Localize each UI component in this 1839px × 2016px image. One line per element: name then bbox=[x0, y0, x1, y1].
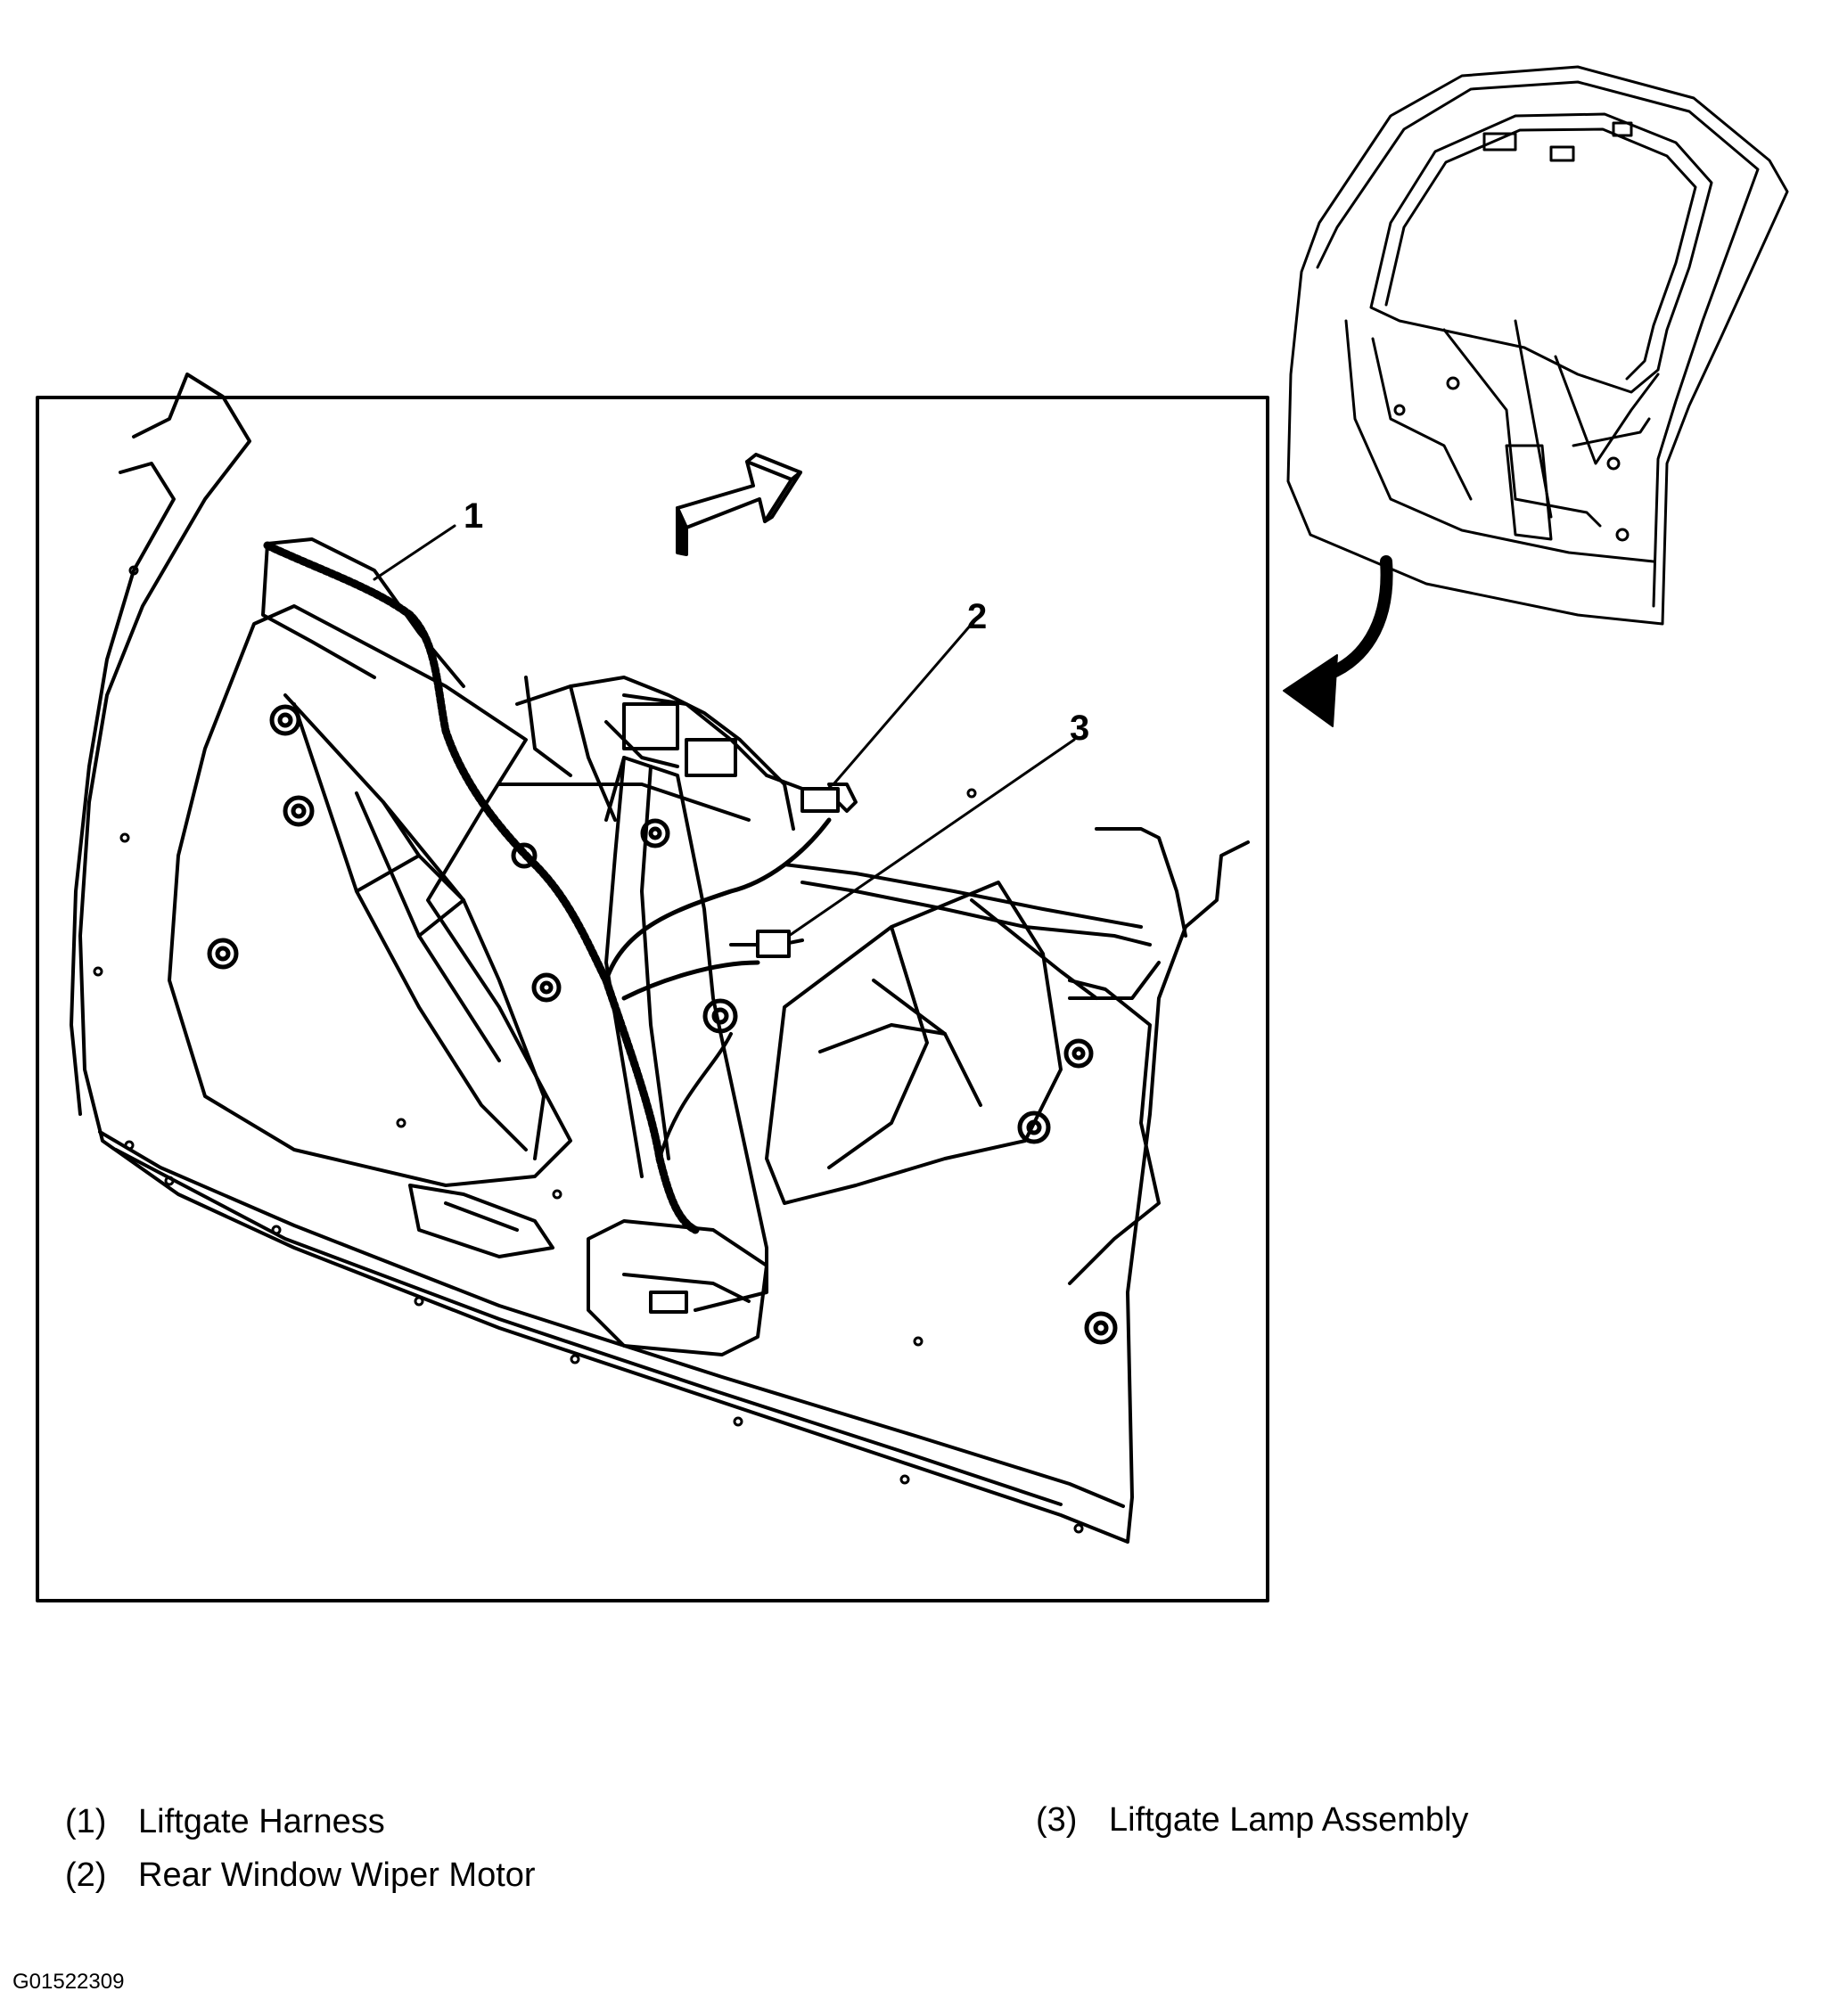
figure-id: G01522309 bbox=[12, 1970, 125, 1994]
legend-label: Rear Window Wiper Motor bbox=[138, 1856, 536, 1894]
liftgate-overview-inset bbox=[1286, 65, 1789, 626]
detail-frame bbox=[36, 396, 1269, 1602]
forward-arrow-icon bbox=[676, 453, 802, 556]
leader-2 bbox=[832, 622, 973, 786]
legend-item-3: (3) Liftgate Lamp Assembly bbox=[1036, 1803, 1468, 1837]
legend-index: (3) bbox=[1036, 1801, 1078, 1839]
callout-2: 2 bbox=[967, 597, 987, 636]
grommets bbox=[207, 704, 1118, 1345]
rivet-holes bbox=[93, 565, 1084, 1534]
legend-label: Liftgate Harness bbox=[138, 1803, 385, 1840]
callout-leaders bbox=[373, 524, 1076, 938]
legend-index: (2) bbox=[65, 1856, 107, 1894]
leader-1 bbox=[373, 524, 456, 581]
liftgate-harness bbox=[263, 541, 832, 1234]
legend-label: Liftgate Lamp Assembly bbox=[1109, 1801, 1469, 1839]
rear-window-wiper-motor bbox=[765, 774, 858, 813]
liftgate-lamp-assembly bbox=[729, 930, 804, 958]
curved-arrow-icon bbox=[1283, 555, 1393, 727]
legend-item-1: (1) Liftgate Harness bbox=[65, 1805, 385, 1839]
callout-3: 3 bbox=[1070, 709, 1089, 748]
legend-index: (1) bbox=[65, 1803, 107, 1840]
legend-item-2: (2) Rear Window Wiper Motor bbox=[65, 1858, 536, 1892]
leader-3 bbox=[787, 738, 1076, 938]
liftgate-inner-panel bbox=[70, 373, 1250, 1544]
callout-1: 1 bbox=[464, 496, 483, 536]
